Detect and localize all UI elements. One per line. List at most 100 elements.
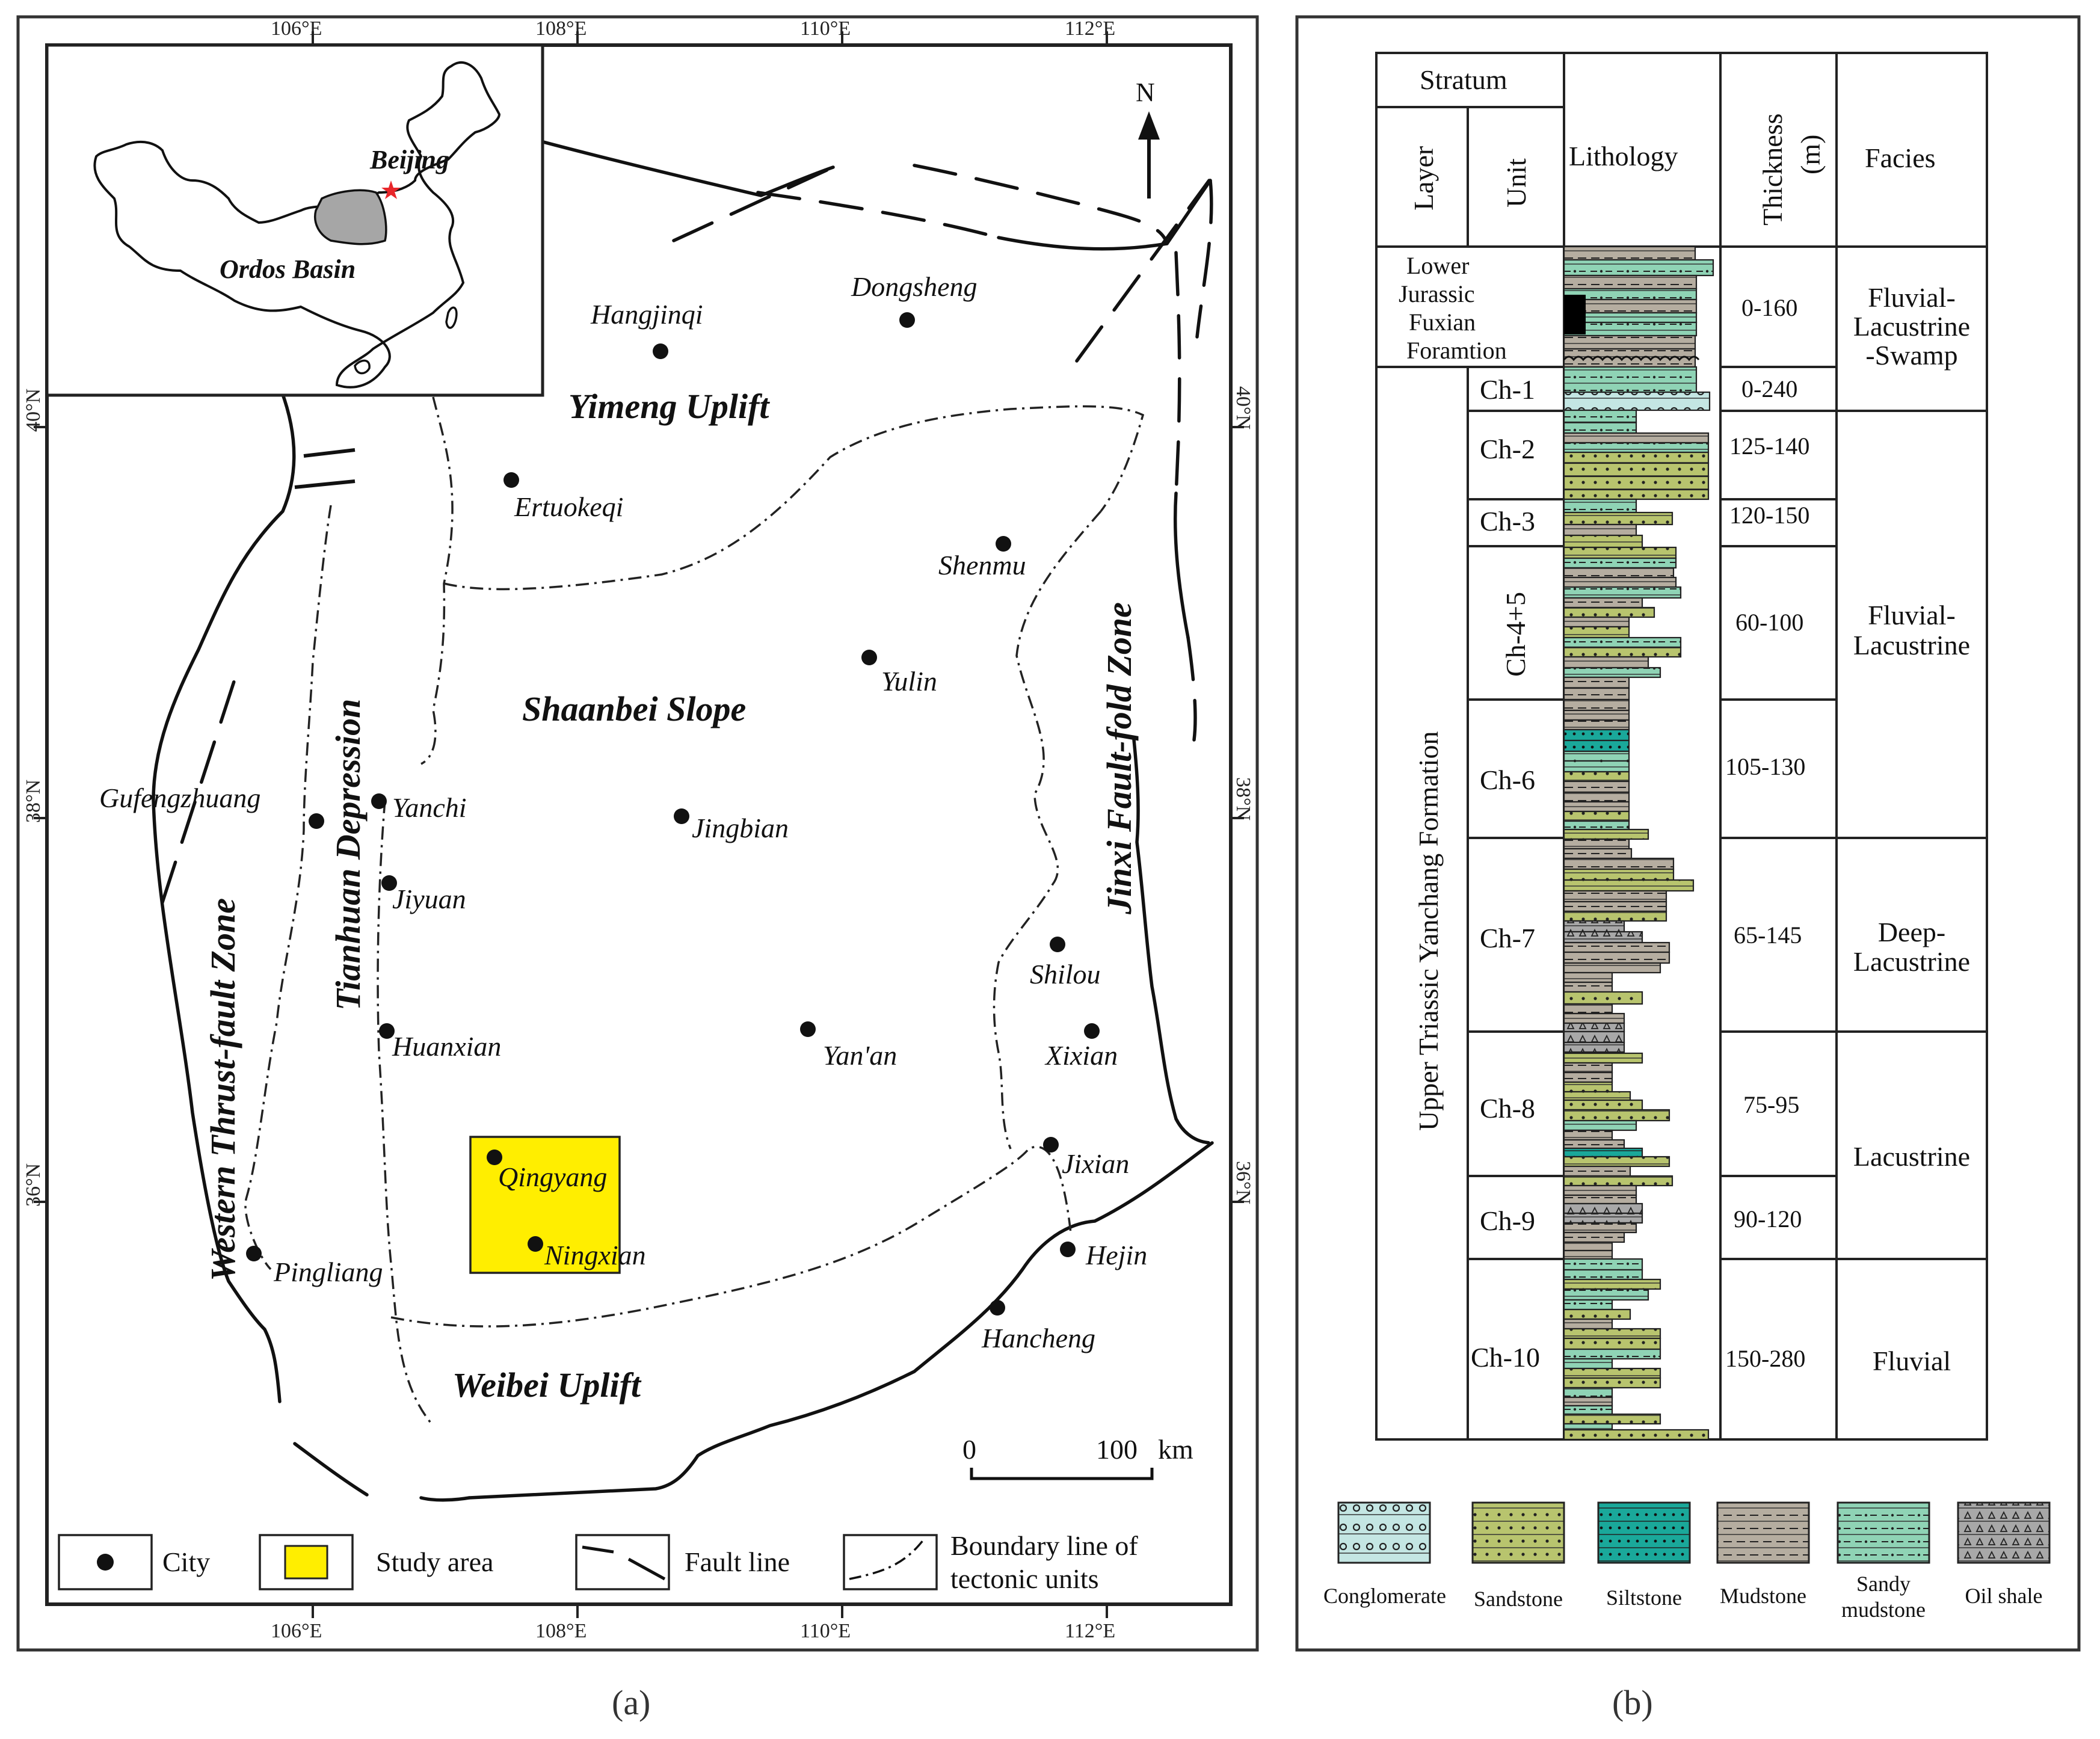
coal-seam	[1564, 295, 1586, 334]
lithology-bed	[1563, 409, 1637, 423]
legend-label-siltstone: Siltstone	[1606, 1586, 1682, 1610]
unit-label-weibei: Weibei Uplift	[452, 1365, 642, 1405]
thickness-jurassic: 0-160	[1741, 294, 1797, 321]
city-dot-jingbian	[674, 808, 689, 824]
lithology-bed	[1563, 1030, 1625, 1044]
header-lithology: Lithology	[1569, 141, 1678, 171]
lithology-bed	[1563, 557, 1677, 569]
lithology-bed	[1563, 810, 1630, 822]
city-label-jixian: Jixian	[1062, 1148, 1129, 1179]
unit-label-yimeng: Yimeng Uplift	[568, 387, 770, 426]
panel-a-label: (a)	[612, 1683, 650, 1722]
lithology-bed	[1563, 1318, 1613, 1330]
lithology-bed	[1563, 962, 1661, 974]
lithology-bed	[1563, 245, 1696, 261]
lithology-bed	[1563, 1129, 1613, 1141]
lithology-bed	[1563, 1022, 1625, 1033]
city-label-yulin: Yulin	[881, 666, 937, 697]
lithology-bed	[1563, 1212, 1643, 1224]
lithology-bed	[1563, 534, 1643, 549]
facies-1-line-1: Fluvial-	[1868, 282, 1956, 313]
ordos-basin-inset	[314, 189, 387, 245]
lithology-bed	[1563, 791, 1630, 803]
fault-dash-6	[1195, 179, 1213, 339]
unit-name-ch9: Ch-9	[1480, 1205, 1535, 1236]
fault-dash-8	[1186, 636, 1197, 742]
lon-label-bottom-106: 106°E	[271, 1620, 322, 1642]
city-dot-yanan	[800, 1021, 816, 1037]
legend-city-label: City	[162, 1547, 210, 1577]
lithology-bed	[1563, 442, 1710, 454]
city-label-dongsheng: Dongsheng	[851, 271, 978, 302]
lithology-bed	[1563, 523, 1637, 537]
tectonic-boundaries	[244, 396, 1145, 1427]
lithology-bed	[1563, 1387, 1613, 1399]
fault-lines-solid	[152, 138, 1214, 1502]
lithology-bed	[1563, 259, 1714, 277]
lithology-bed	[1563, 451, 1710, 464]
legend-swatch-siltstone	[1597, 1501, 1691, 1564]
lithology-bed	[1563, 828, 1649, 840]
lithology-bed	[1563, 1175, 1674, 1187]
city-label-qingyang: Qingyang	[498, 1162, 607, 1192]
lithology-bed	[1563, 1081, 1613, 1093]
lithology-bed	[1563, 567, 1675, 579]
city-dot-jixian	[1043, 1137, 1059, 1153]
tectonic-unit-labels: Yimeng Uplift Shaanbei Slope Weibei Upli…	[203, 387, 1139, 1405]
lithology-bed	[1563, 1377, 1661, 1389]
lat-label-right-40: 40°N	[1232, 386, 1254, 429]
lithology-bed	[1563, 511, 1674, 526]
lithology-bed	[1563, 709, 1630, 721]
lithology-bed	[1563, 1328, 1661, 1340]
facies-3-line-1: Deep-	[1878, 917, 1945, 947]
legend-boundary-line	[849, 1539, 925, 1580]
boundary-weibei	[390, 1145, 1072, 1328]
lithology-bed	[1563, 1288, 1649, 1301]
lithology-bed	[1563, 868, 1675, 881]
city-dot-hancheng	[990, 1300, 1005, 1316]
lon-label-bottom-110: 110°E	[800, 1620, 851, 1642]
lithology-bed	[1563, 739, 1630, 753]
legend-study-swatch	[284, 1545, 328, 1580]
lithology-bed	[1563, 857, 1675, 870]
fault-western	[152, 389, 296, 1403]
legend-fault-box	[575, 1534, 670, 1590]
lithology-bed	[1563, 366, 1698, 393]
boundary-jinxi	[993, 510, 1102, 1150]
lithology-bed	[1563, 951, 1670, 964]
fault-east-1	[1173, 491, 1190, 639]
facies-3-line-2: Lacustrine	[1853, 946, 1970, 977]
city-dot-huanxian	[379, 1023, 395, 1039]
lon-label-top-106: 106°E	[271, 17, 322, 40]
thickness-ch45: 60-100	[1735, 609, 1803, 636]
city-label-ertuokeqi: Ertuokeqi	[514, 491, 623, 522]
lithology-bed	[1563, 1258, 1643, 1271]
scale-hundred: 100	[1096, 1434, 1138, 1465]
lithology-bed	[1563, 719, 1630, 731]
city-dot-gufengzhuang	[309, 813, 324, 829]
legend-label-sandy-1: Sandy	[1856, 1572, 1911, 1596]
unit-label-tianhuan: Tianhuan Depression	[328, 699, 368, 1011]
north-label: N	[1136, 78, 1155, 107]
lon-label-top-110: 110°E	[800, 17, 851, 40]
boundary-tianhuan-east	[377, 799, 434, 1427]
boundary-western	[244, 505, 332, 1270]
legend-label-sandy-2: mudstone	[1841, 1598, 1926, 1622]
lithology-bed	[1563, 1062, 1613, 1074]
fault-lines-dashed	[161, 164, 1214, 1145]
hainan-island	[354, 359, 371, 375]
jurassic-line-4: Foramtion	[1406, 337, 1507, 364]
header-thickness: Thickness	[1757, 113, 1788, 226]
lithology-bed	[1563, 820, 1630, 831]
facies-4: Lacustrine	[1853, 1141, 1970, 1172]
city-dot-yanchi	[371, 793, 387, 809]
lat-label-right-36: 36°N	[1232, 1161, 1254, 1204]
facies-labels: Fluvial- Lacustrine -Swamp Fluvial- Lacu…	[1853, 282, 1970, 1376]
fault-southeast	[467, 1141, 1214, 1500]
lithology-bed	[1563, 274, 1698, 290]
fault-dash-2	[913, 164, 1169, 245]
fault-north-main	[532, 138, 835, 197]
lithology-bed	[1563, 1358, 1613, 1370]
lithology-bed	[1563, 941, 1670, 953]
upper-triassic-label: Upper Triassic Yanchang Formation	[1413, 731, 1444, 1131]
